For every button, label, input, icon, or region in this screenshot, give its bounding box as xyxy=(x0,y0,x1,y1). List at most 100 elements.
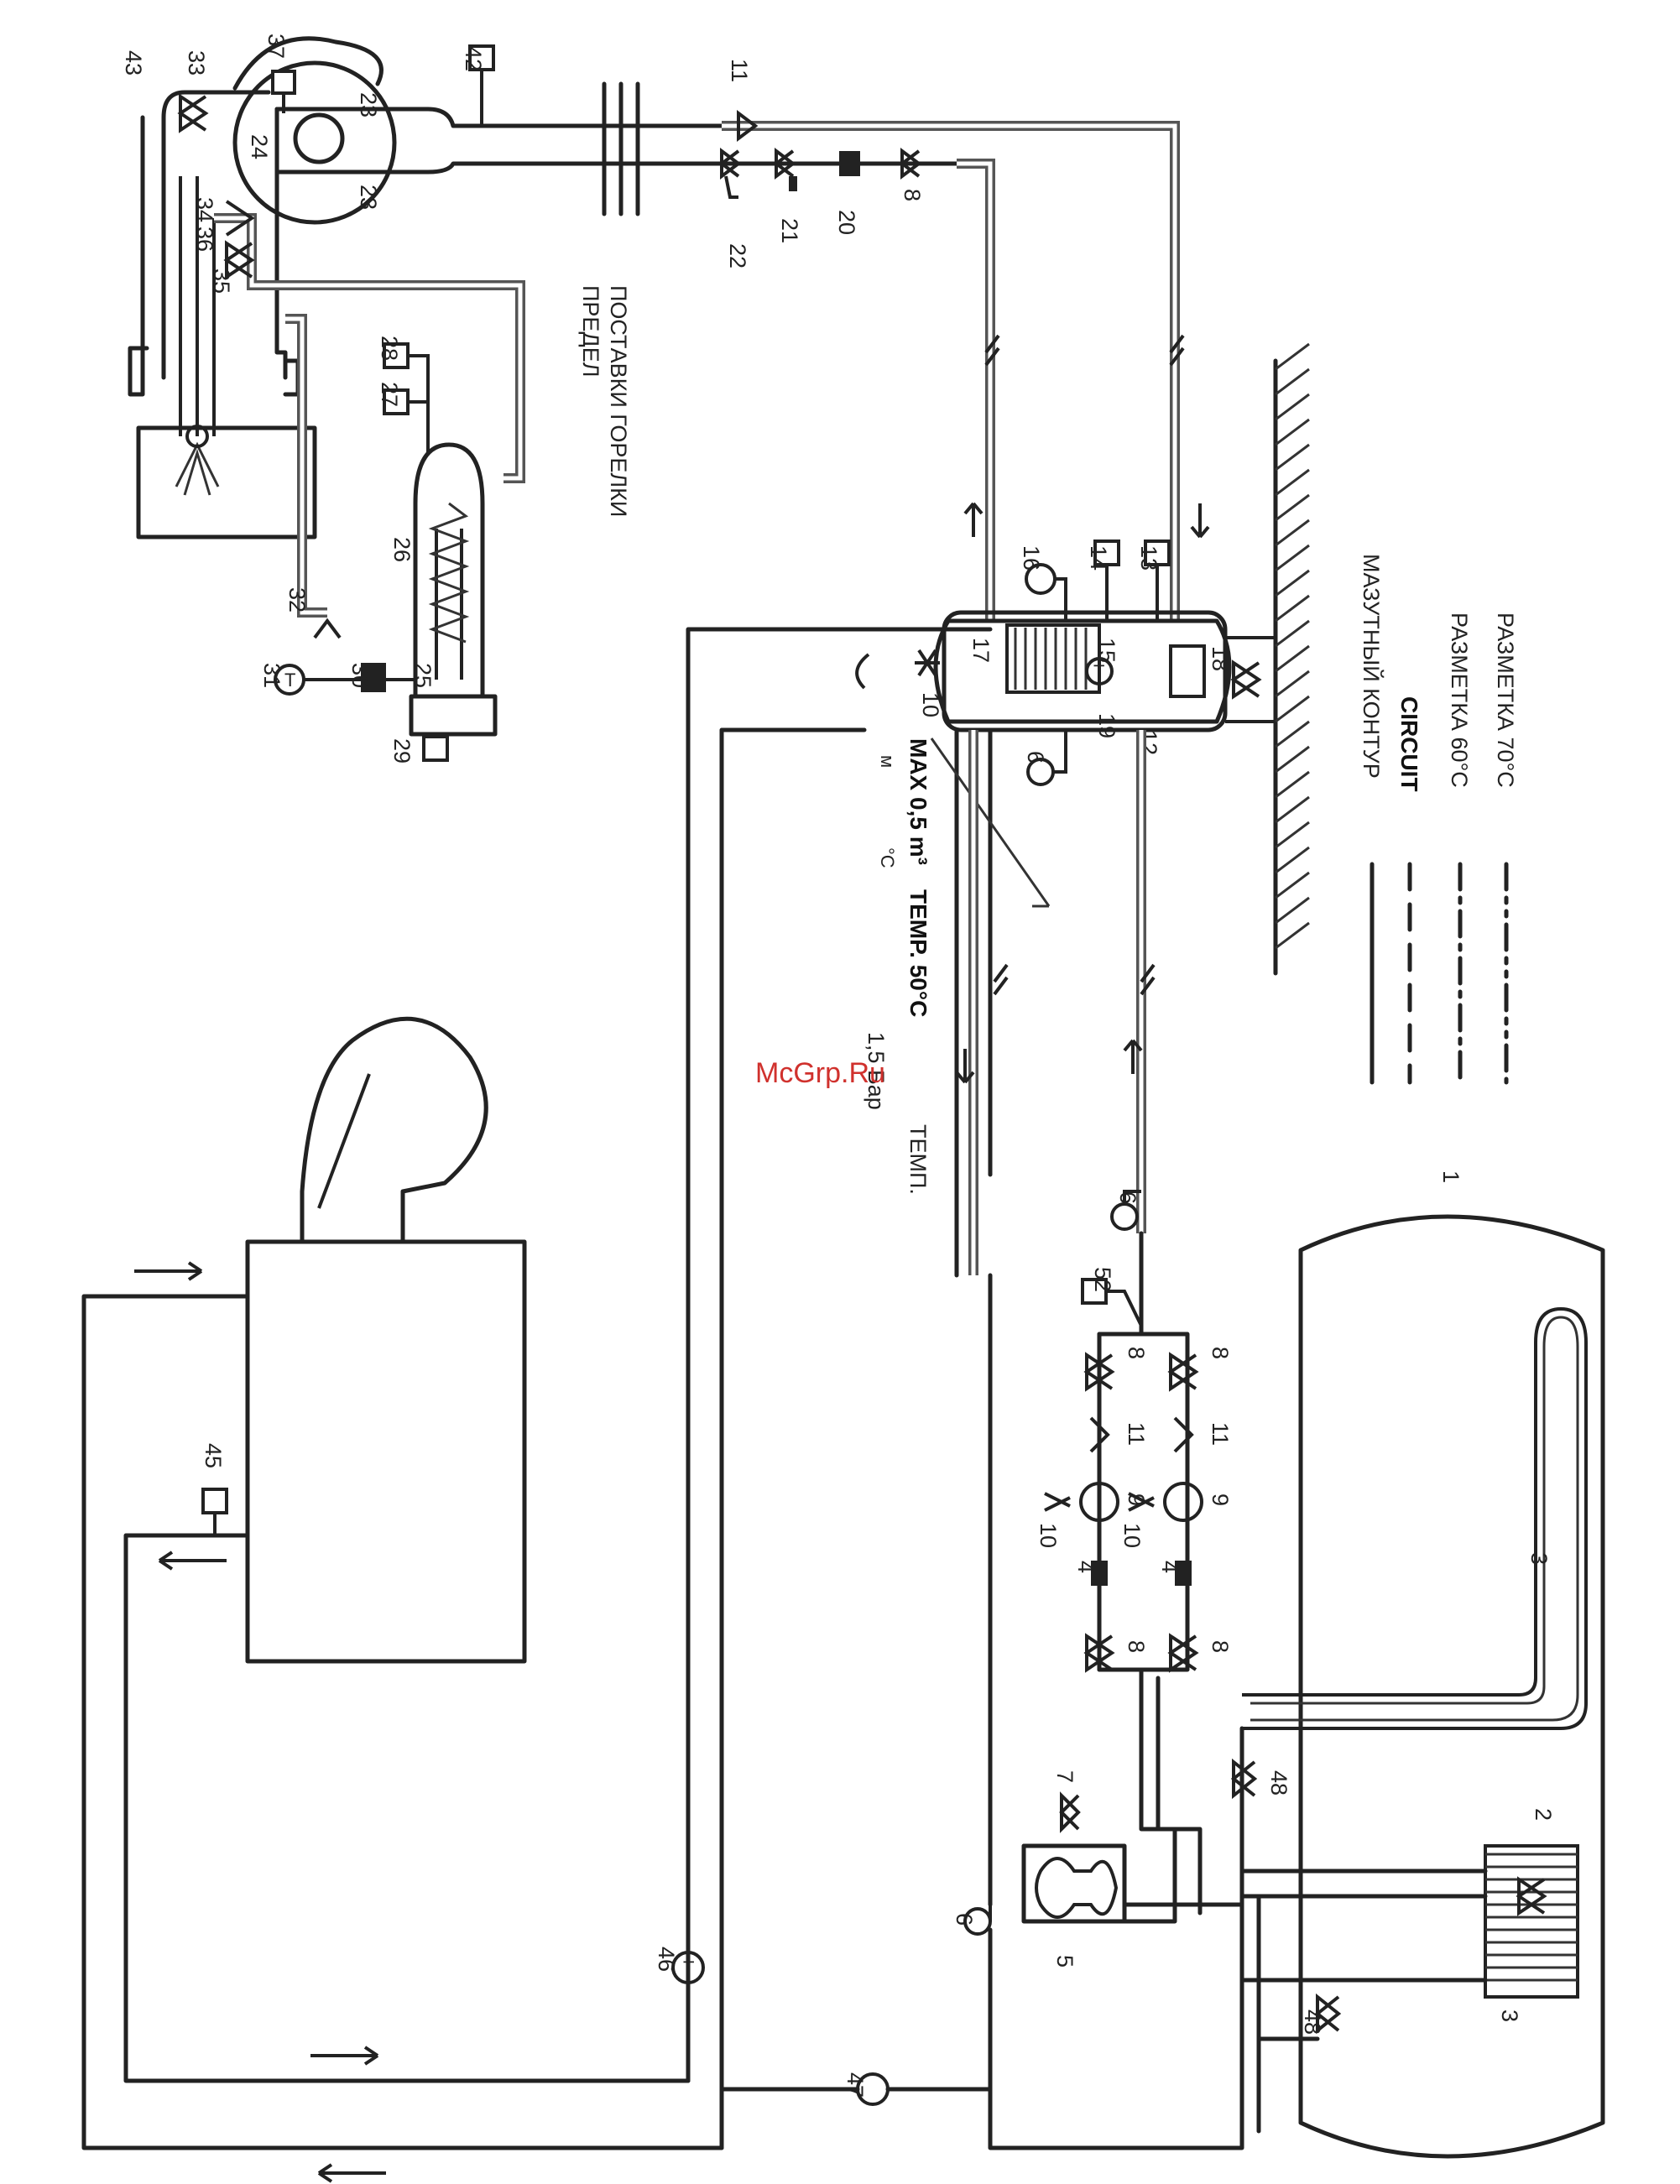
legend-item-4: РАЗМЕТКА 70°C xyxy=(1493,612,1518,788)
oil-supply-line xyxy=(352,164,957,172)
boiler-body xyxy=(248,1242,524,1661)
label-3-a: 3 xyxy=(1526,1552,1552,1565)
label-24: 24 xyxy=(247,134,272,159)
label-10-c: 10 xyxy=(1119,1523,1145,1548)
label-35: 35 xyxy=(209,268,234,294)
label-13: 13 xyxy=(1136,545,1161,571)
label-8-e: 8 xyxy=(1208,1640,1233,1653)
heater-coil-3-b xyxy=(1485,1846,1578,1997)
sensor-37 xyxy=(273,71,295,93)
label-11-b: 11 xyxy=(1124,1422,1149,1446)
boiler xyxy=(84,1019,722,2181)
valve-33-icon xyxy=(180,96,206,130)
valve-8-tank-icon xyxy=(1234,663,1259,696)
label-27: 27 xyxy=(377,382,402,407)
valve-2-icon xyxy=(1519,1879,1544,1913)
pump-46-symbol: T xyxy=(683,1957,694,1978)
label-2: 2 xyxy=(1531,1808,1556,1821)
ground-hatch xyxy=(1276,344,1309,948)
valve-8-branch2-a-icon xyxy=(1171,1355,1196,1389)
heater-coil-3-a xyxy=(1242,1309,1586,1745)
pump-station xyxy=(957,730,1242,2148)
label-26: 26 xyxy=(389,537,415,562)
tank-25-base xyxy=(411,696,495,734)
filter-20 xyxy=(839,151,860,176)
gauge-6-b xyxy=(1112,1204,1137,1229)
flow-arrow-down-1 xyxy=(1192,503,1208,537)
thermometer-15-symbol: T xyxy=(1093,661,1104,682)
temp-50-label: TEMP. 50°C xyxy=(905,889,931,1017)
label-32: 32 xyxy=(284,587,310,612)
oil-return-line xyxy=(352,109,722,126)
label-25: 25 xyxy=(410,663,436,688)
label-21: 21 xyxy=(777,218,802,243)
label-5: 5 xyxy=(1052,1955,1077,1968)
label-9-a: 9 xyxy=(1124,1493,1149,1506)
label-48-a: 48 xyxy=(1266,1770,1291,1796)
label-18: 18 xyxy=(1208,646,1233,671)
heater-12 xyxy=(1171,646,1204,696)
valve-8-branch2-b-icon xyxy=(1171,1636,1196,1670)
boiler-flow-line xyxy=(84,1296,722,2148)
filter-5 xyxy=(1036,1858,1116,1917)
flow-arrow-right-2 xyxy=(310,2047,378,2064)
label-15: 15 xyxy=(1094,638,1119,663)
label-8-b: 8 xyxy=(1124,1347,1149,1359)
temp-short-label: ТЕМП. xyxy=(905,1124,931,1195)
label-23b: 23 xyxy=(356,185,381,210)
return-line-46 xyxy=(688,629,990,2081)
label-22: 22 xyxy=(725,243,750,268)
m-small-label: м xyxy=(877,755,898,768)
legend: МАЗУТНЫЙ КОНТУР CIRCUIT РАЗМЕТКА 60°C РА… xyxy=(1359,554,1518,1082)
label-23a: 23 xyxy=(356,92,381,117)
label-11-c: 11 xyxy=(1208,1422,1233,1446)
label-45: 45 xyxy=(201,1443,226,1468)
watermark: McGrp.Ru xyxy=(755,1057,885,1089)
label-8-top: 8 xyxy=(900,189,925,201)
label-4-a: 4 xyxy=(1073,1561,1098,1573)
valve-7-icon xyxy=(1062,1796,1078,1829)
sensor-45 xyxy=(203,1489,227,1513)
flow-arrow-right-1 xyxy=(134,1263,201,1280)
label-30: 30 xyxy=(347,663,373,688)
label-31: 31 xyxy=(259,663,284,688)
legend-item-3: РАЗМЕТКА 60°C xyxy=(1447,612,1472,788)
label-52: 52 xyxy=(1090,1267,1115,1292)
flow-arrow-left-2 xyxy=(319,2165,386,2181)
burner-pump-24 xyxy=(295,115,342,162)
label-42: 42 xyxy=(461,46,486,71)
boiler-return-line xyxy=(126,1535,688,2081)
label-11-top: 11 xyxy=(727,59,752,82)
label-17: 17 xyxy=(968,638,994,663)
legend-item-1: МАЗУТНЫЙ КОНТУР xyxy=(1359,554,1385,779)
pump-9-b xyxy=(1165,1483,1202,1520)
label-48-b: 48 xyxy=(1300,2009,1325,2035)
label-8-d: 8 xyxy=(1124,1640,1149,1653)
check-valve-32-icon xyxy=(315,621,340,638)
burner-limit-2: ПОСТАВКИ ГОРЕЛКИ xyxy=(606,285,631,517)
return-circuit: T xyxy=(673,629,990,2148)
max-volume-label: MAX 0,5 m³ xyxy=(905,738,931,865)
label-6-tank: 6 xyxy=(1023,751,1048,764)
label-8-c: 8 xyxy=(1208,1347,1233,1359)
label-19: 19 xyxy=(1094,713,1119,738)
label-14: 14 xyxy=(1086,545,1111,571)
label-34: 34 xyxy=(192,197,217,222)
flow-arrow-up-1 xyxy=(965,503,982,537)
valve-10-b-icon xyxy=(1045,1493,1070,1510)
label-6-b: 6 xyxy=(1115,1191,1140,1204)
boiler-burner xyxy=(302,1019,486,1242)
label-36: 36 xyxy=(192,227,217,252)
legend-item-2: CIRCUIT xyxy=(1396,696,1422,792)
burner-limit-1: ПРЕДЕЛ xyxy=(578,285,603,377)
label-10-tank: 10 xyxy=(918,692,943,717)
gauge-31-symbol: T xyxy=(284,670,295,691)
label-10-b: 10 xyxy=(1036,1523,1061,1548)
return-line-47 xyxy=(722,730,864,2148)
label-47: 47 xyxy=(843,2072,868,2098)
label-3-b: 3 xyxy=(1497,2009,1522,2022)
label-20: 20 xyxy=(834,210,859,235)
label-7: 7 xyxy=(1052,1770,1077,1783)
nozzle-spray xyxy=(176,445,218,495)
